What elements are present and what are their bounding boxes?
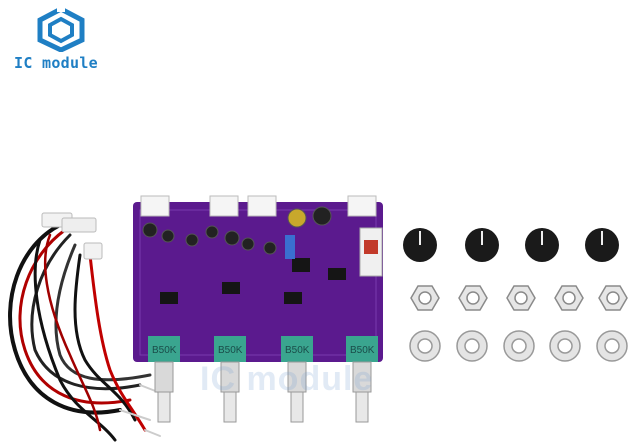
- pot-label: B50K: [350, 345, 375, 356]
- pot-label: B50K: [152, 345, 177, 356]
- brand-name: IC module: [14, 54, 98, 72]
- washers: [409, 330, 628, 362]
- hex-nuts: [410, 285, 628, 311]
- pcb-board: [133, 195, 383, 423]
- pot-label: B50K: [285, 345, 310, 356]
- pot-label: B50K: [218, 345, 243, 356]
- hexagon-logo-icon: [37, 6, 85, 52]
- brand-logo: IC module: [10, 6, 120, 72]
- cable-connectors: [41, 212, 103, 260]
- knobs: [403, 228, 619, 262]
- watermark: IC module: [200, 360, 374, 398]
